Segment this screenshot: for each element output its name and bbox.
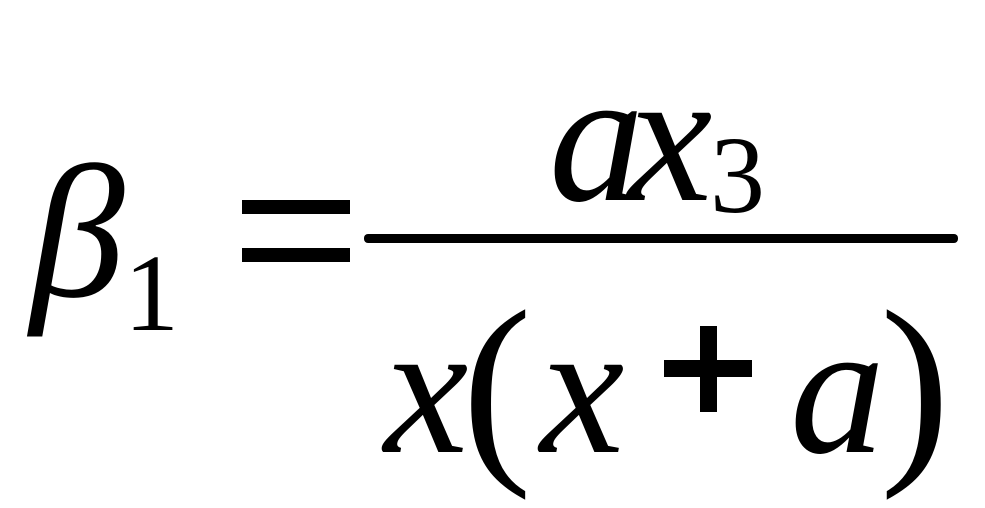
beta-symbol: β — [30, 128, 125, 338]
beta-subscript: 1 — [124, 232, 179, 354]
left-parenthesis: ( — [462, 269, 532, 501]
equals-sign-top-bar — [242, 200, 350, 214]
numerator-x: x — [628, 32, 713, 242]
right-parenthesis: ) — [880, 269, 950, 501]
fraction-bar — [364, 234, 958, 243]
equals-sign-bottom-bar — [242, 248, 350, 262]
denominator-a: a — [790, 284, 885, 494]
numerator-a: a — [549, 32, 644, 242]
plus-sign-vertical — [700, 326, 717, 412]
denominator-x-inner: x — [540, 284, 625, 494]
denominator-x-outer: x — [384, 284, 469, 494]
numerator-subscript: 3 — [710, 114, 765, 236]
